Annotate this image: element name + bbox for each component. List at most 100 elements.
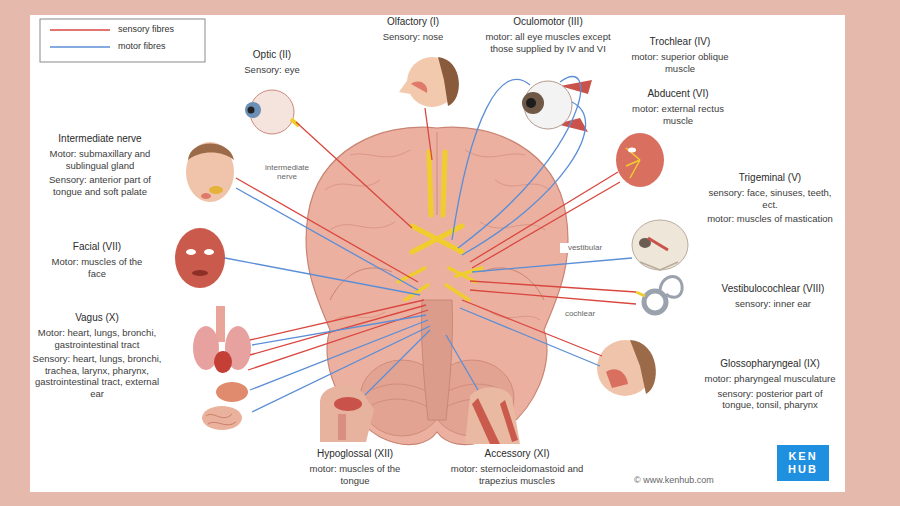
intermediate-face [209, 186, 223, 194]
hypoglossal-throat [338, 414, 346, 440]
glossopharyngeal-head [630, 340, 656, 394]
cranial-nerve-roots [412, 226, 462, 252]
nerve-label: Glossopharyngeal (IX)motor: pharyngeal m… [702, 358, 838, 411]
nerve-label: Vestibulocochlear (VIII)sensory: inner e… [705, 283, 841, 310]
cranial-nerve-roots [398, 268, 482, 300]
nerve-name: Intermediate nerve [35, 133, 165, 145]
motor-fibre [252, 326, 430, 412]
nerve-label: Olfactory (I) Sensory: nose [363, 16, 463, 43]
nerve-function: Motor: submaxillary and sublingual gland [35, 148, 165, 171]
nerve-function: Sensory: nose [363, 31, 463, 43]
motor-fibre [462, 102, 586, 255]
skull [632, 220, 688, 270]
olfactory-head [438, 57, 459, 106]
nerve-name: Hypoglossal (XII) [295, 448, 415, 460]
sensory-fibre [472, 182, 620, 268]
vagus-organs [206, 414, 236, 425]
nerve-function: Motor: heart, lungs, bronchi, gastrointe… [32, 327, 162, 350]
sensory-fibre [250, 305, 426, 355]
nerve-label: Trigeminal (V)sensory: face, sinuses, te… [707, 172, 833, 225]
trigeminal-face [626, 148, 640, 178]
motor-fibre [458, 77, 581, 249]
copyright-note: © www.kenhub.com [632, 475, 772, 486]
skull [632, 220, 688, 270]
nerve-name: Facial (VII) [42, 241, 152, 253]
nerve-function: motor: external rectus muscle [628, 103, 728, 126]
legend-text: motor fibres [118, 41, 166, 52]
facial-muscle-face [186, 249, 196, 255]
facial-muscle-face [175, 228, 225, 288]
legend-sample [50, 30, 110, 47]
nerve-name: Vagus (X) [32, 312, 162, 324]
nerve-name: Glossopharyngeal (IX) [702, 358, 838, 370]
accessory-neck [500, 400, 518, 442]
nerve-name: Trochlear (IV) [630, 36, 730, 48]
nerve-label: Trochlear (IV) motor: superior oblique mu… [630, 36, 730, 74]
sensory-fibre [470, 172, 618, 262]
facial-muscle-face [204, 249, 214, 255]
vagus-organs [216, 306, 225, 342]
oculomotor-eyeball [526, 98, 536, 108]
intermediate-face [186, 142, 234, 202]
motor-fibre [452, 79, 530, 240]
nerve-function: sensory: posterior part of tongue, tonsi… [702, 388, 838, 411]
facial-muscle-face [192, 270, 208, 276]
optic-eyeball [245, 90, 299, 134]
nerve-label: Accessory (XI)motor: sternocleidomastoid… [442, 448, 592, 486]
brain [306, 127, 568, 444]
inner-ear [636, 292, 645, 296]
vagus-organs [202, 406, 242, 430]
motor-fibre [250, 320, 428, 390]
accessory-neck [465, 387, 520, 444]
nerve-function: Sensory: anterior part of tongue and sof… [35, 174, 165, 197]
optic-eyeball [245, 102, 261, 118]
sensory-fibre [425, 108, 432, 160]
skull [648, 238, 668, 250]
nerve-name: Accessory (XI) [442, 448, 592, 460]
oculomotor-eyeball [524, 81, 572, 129]
skull [640, 262, 678, 270]
nerve-label: Hypoglossal (XII) motor: muscles of the t… [295, 448, 415, 486]
nerve-function: motor: superior oblique muscle [630, 51, 730, 74]
nerve-function: motor: all eye muscles except those supp… [483, 31, 613, 54]
nerve-label: Optic (II)Sensory: eye [227, 49, 317, 76]
inner-ear [644, 291, 666, 313]
trigeminal-face [616, 133, 664, 187]
glossopharyngeal-head [606, 369, 628, 388]
vagus-organs [214, 351, 232, 373]
nerve-name: Oculomotor (III) [483, 16, 613, 28]
olfactory-head [399, 57, 459, 107]
nerve-label: Abducent (VI) motor: external rectus musc… [628, 88, 728, 126]
nerve-function: Sensory: eye [227, 64, 317, 76]
brain [437, 132, 438, 215]
brain [306, 127, 568, 444]
nerve-label: Oculomotor (III) motor: all eye muscles e… [483, 16, 613, 54]
nerve-function: Motor: muscles of the face [42, 256, 152, 279]
logo-text: KEN HUB [777, 450, 829, 476]
intermediate-face [201, 193, 211, 199]
olfactory-head [411, 82, 427, 93]
motor-fibre [225, 77, 632, 413]
vagus-organs [193, 306, 251, 430]
nerve-name: Abducent (VI) [628, 88, 728, 100]
nerve-function: motor: muscles of the tongue [295, 463, 415, 486]
oculomotor-eyeball [522, 80, 592, 132]
nerve-function: Sensory: heart, lungs, bronchi, trachea,… [32, 353, 162, 399]
optic-eyeball [291, 119, 299, 126]
legend-sample [50, 29, 110, 31]
sensory-fibre [236, 108, 636, 370]
cranial-nerve-roots [429, 152, 445, 215]
intermediate-face [186, 142, 234, 202]
nerve-function: sensory: face, sinuses, teeth, ect. [707, 187, 833, 210]
legend-box [40, 19, 205, 62]
glossopharyngeal-head [597, 340, 656, 396]
facial-muscle-face [175, 228, 225, 288]
inner-ear [636, 277, 682, 314]
legend-box [40, 19, 205, 62]
nerve-label: Vagus (X) Motor: heart, lungs, bronchi, g… [32, 312, 162, 399]
legend-sample [50, 46, 110, 48]
nerve-name: Olfactory (I) [363, 16, 463, 28]
